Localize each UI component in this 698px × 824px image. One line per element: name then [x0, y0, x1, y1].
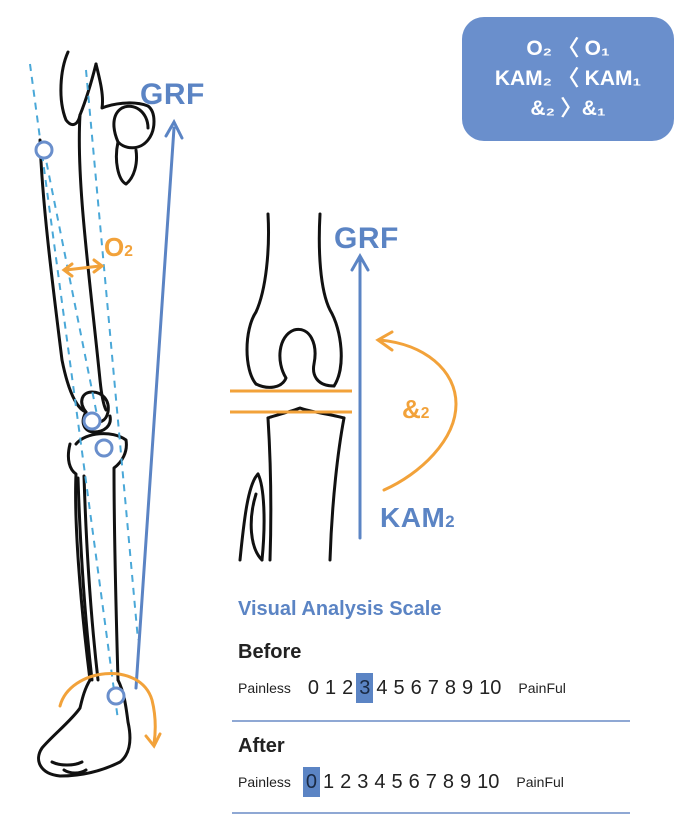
knee-joint-lines — [230, 389, 352, 414]
after-painless-label: Painless — [238, 774, 291, 790]
femur-outline — [37, 50, 156, 778]
before-scale-number-3: 3 — [356, 673, 374, 703]
after-scale-number-4: 4 — [374, 771, 386, 793]
grf-arrow-main — [134, 118, 184, 690]
info-line-kam: KAM₂ 〈 KAM₁ — [494, 67, 642, 90]
delta2-label: &2 — [402, 394, 430, 424]
before-divider — [232, 720, 630, 722]
before-scale-number-9: 9 — [462, 677, 474, 699]
grf-main-label: GRF — [140, 78, 205, 111]
after-scale-number-5: 5 — [391, 771, 403, 793]
info-line-angle: O₂ 〈 O₁ — [526, 37, 610, 60]
after-scale-number-6: 6 — [408, 771, 420, 793]
info-line-delta: &₂ 〉&₁ — [530, 97, 606, 120]
theta2-label: O2 — [104, 232, 133, 262]
after-scale-number-10: 10 — [477, 771, 500, 793]
ankle-rotation-arrow — [58, 672, 162, 749]
before-painful-label: PainFul — [518, 680, 566, 696]
before-scale-number-5: 5 — [393, 677, 405, 699]
before-scale-number-10: 10 — [479, 677, 502, 699]
after-painful-label: PainFul — [516, 774, 564, 790]
after-scale-number-2: 2 — [340, 771, 352, 793]
before-scale-number-6: 6 — [410, 677, 422, 699]
theta2-arrow — [61, 258, 105, 278]
after-scale-number-7: 7 — [425, 771, 437, 793]
before-scale-number-7: 7 — [427, 677, 439, 699]
axis-dashed-lines — [29, 63, 139, 721]
after-divider — [232, 812, 630, 814]
after-heading: After — [238, 735, 285, 757]
after-scale-number-1: 1 — [323, 771, 335, 793]
knee-detail-outline — [238, 212, 346, 562]
kam2-label: KAM2 — [380, 502, 456, 533]
before-scale-number-1: 1 — [325, 677, 337, 699]
before-scale-number-0: 0 — [307, 677, 320, 699]
after-scale-number-0: 0 — [302, 767, 321, 797]
before-scale-number-8: 8 — [444, 677, 457, 699]
vas-title: Visual Analysis Scale — [238, 598, 442, 620]
grf-knee-label: GRF — [334, 222, 399, 255]
after-scale-number-9: 9 — [460, 771, 472, 793]
comparison-info-box: O₂ 〈 O₁ KAM₂ 〈 KAM₁ &₂ 〉&₁ — [462, 17, 674, 141]
after-scale-number-3: 3 — [357, 771, 369, 793]
grf-arrow-knee — [350, 252, 370, 540]
before-painless-label: Painless — [238, 680, 291, 696]
before-heading: Before — [238, 641, 302, 663]
kam-moment-arrow — [375, 330, 458, 492]
joint-markers — [34, 140, 126, 706]
before-scale-number-4: 4 — [376, 677, 388, 699]
after-scale-number-8: 8 — [442, 771, 455, 793]
before-scale-number-2: 2 — [342, 677, 354, 699]
